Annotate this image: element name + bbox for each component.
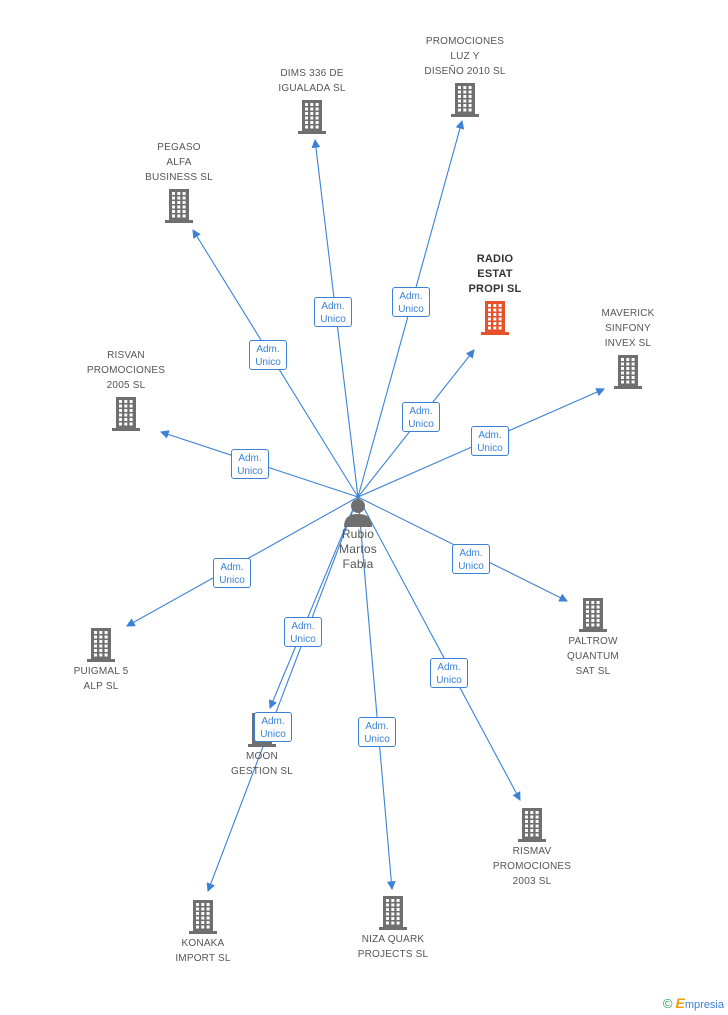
company-name: RISVAN PROMOCIONES 2005 SL [86,350,166,391]
edge-rismav [357,496,521,801]
brand-initial: E [675,995,685,1011]
person-name: Rubio Martos Fabia [339,527,377,571]
company-node-maverick[interactable]: MAVERICK SINFONY INVEX SL [553,306,703,389]
company-node-konaka[interactable]: KONAKA IMPORT SL [128,900,278,966]
person-icon [344,499,372,527]
company-name: MOON GESTION SL [230,751,293,777]
role-badge-radio[interactable]: Adm. Unico [402,402,440,432]
role-badge-paltrow[interactable]: Adm. Unico [452,544,490,574]
company-node-puigmal[interactable]: PUIGMAL 5 ALP SL [26,628,176,694]
building-icon [481,301,509,335]
role-badge-puigmal[interactable]: Adm. Unico [213,558,251,588]
company-node-dims[interactable]: DIMS 336 DE IGUALADA SL [237,66,387,134]
company-name: PALTROW QUANTUM SAT SL [567,636,619,677]
role-badge-niza[interactable]: Adm. Unico [358,717,396,747]
company-name: PUIGMAL 5 ALP SL [73,666,129,692]
role-badge-rismav[interactable]: Adm. Unico [430,658,468,688]
building-icon [379,896,407,930]
edge-moon [268,496,359,710]
building-icon [518,808,546,842]
brand-name: mpresia [684,999,724,1011]
building-icon [87,628,115,662]
company-node-paltrow[interactable]: PALTROW QUANTUM SAT SL [518,598,668,679]
company-node-promo-luz[interactable]: PROMOCIONES LUZ Y DISEÑO 2010 SL [390,34,540,117]
company-node-rismav[interactable]: RISMAV PROMOCIONES 2003 SL [457,808,607,889]
company-name: RISMAV PROMOCIONES 2003 SL [492,846,572,887]
building-icon [112,397,140,431]
building-icon [451,83,479,117]
company-name: KONAKA IMPORT SL [175,938,231,964]
role-badge-maverick[interactable]: Adm. Unico [471,426,509,456]
building-icon [579,598,607,632]
edge-konaka [206,496,359,893]
company-name: DIMS 336 DE IGUALADA SL [278,68,346,94]
role-badge-konaka[interactable]: Adm. Unico [284,617,322,647]
company-node-radio[interactable]: RADIO ESTAT PROPI SL [420,252,570,335]
company-name: NIZA QUARK PROJECTS SL [357,934,429,960]
role-badge-promo-luz[interactable]: Adm. Unico [392,287,430,317]
company-node-niza[interactable]: NIZA QUARK PROJECTS SL [318,896,468,962]
role-badge-dims[interactable]: Adm. Unico [314,297,352,327]
company-node-pegaso[interactable]: PEGASO ALFA BUSINESS SL [104,140,254,223]
empresia-logo: © Empresia [663,995,724,1011]
edge-niza [357,496,396,891]
company-name: PEGASO ALFA BUSINESS SL [145,142,213,183]
company-name: PROMOCIONES LUZ Y DISEÑO 2010 SL [424,36,506,77]
company-node-risvan[interactable]: RISVAN PROMOCIONES 2005 SL [51,348,201,431]
building-icon [614,355,642,389]
role-badge-risvan[interactable]: Adm. Unico [231,449,269,479]
role-badge-moon[interactable]: Adm. Unico [254,712,292,742]
building-icon [189,900,217,934]
role-badge-pegaso[interactable]: Adm. Unico [249,340,287,370]
person-node[interactable]: Rubio Martos Fabia [283,497,433,572]
company-name: RADIO ESTAT PROPI SL [468,253,522,295]
building-icon [165,189,193,223]
company-name: MAVERICK SINFONY INVEX SL [601,308,655,349]
copyright-symbol: © [662,996,673,1011]
building-icon [298,100,326,134]
